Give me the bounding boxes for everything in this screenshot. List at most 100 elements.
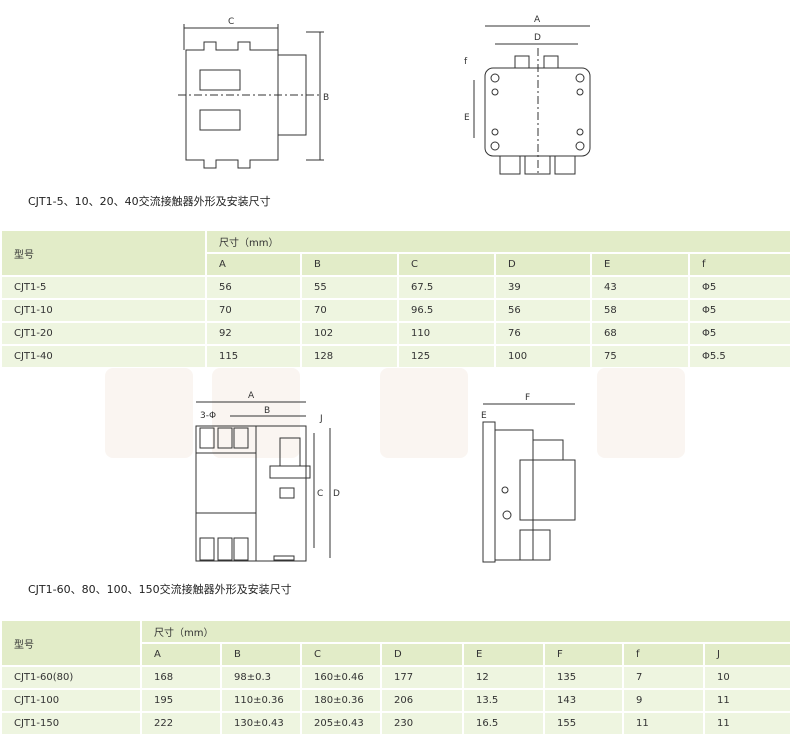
value-cell: 102 (300, 321, 399, 346)
svg-text:3-Φ: 3-Φ (200, 411, 216, 421)
model-cell: CJT1-20 (0, 321, 207, 346)
svg-text:E: E (464, 113, 470, 123)
column-header: B (300, 252, 399, 277)
value-cell: 55 (300, 275, 399, 300)
column-header: D (380, 642, 464, 667)
svg-text:B: B (264, 406, 270, 416)
model-header: 型号 (0, 229, 207, 277)
value-cell: 135 (543, 665, 624, 690)
value-cell: 130±0.43 (220, 711, 302, 736)
value-cell: 125 (397, 344, 496, 369)
column-header: C (300, 642, 382, 667)
svg-text:E: E (481, 411, 487, 421)
value-cell: 180±0.36 (300, 688, 382, 713)
side-view-drawing-large: F E (481, 393, 576, 563)
value-cell: 58 (590, 298, 690, 323)
value-cell: 110 (397, 321, 496, 346)
value-cell: 67.5 (397, 275, 496, 300)
dim-header: 尺寸（mm） (139, 619, 790, 644)
table2-caption: CJT1-60、80、100、150交流接触器外形及安装尺寸 (28, 583, 292, 596)
model-cell: CJT1-5 (0, 275, 207, 300)
model-cell: CJT1-10 (0, 298, 207, 323)
value-cell: Φ5 (687, 321, 790, 346)
value-cell: 143 (543, 688, 624, 713)
value-cell: 128 (300, 344, 399, 369)
svg-text:f: f (464, 57, 468, 67)
svg-text:C: C (317, 489, 323, 499)
side-view-drawing-small: C B (178, 17, 329, 169)
column-header: f (622, 642, 705, 667)
front-view-drawing-small: A D f E (464, 15, 591, 176)
value-cell: 43 (590, 275, 690, 300)
value-cell: Φ5 (687, 298, 790, 323)
column-header: A (140, 642, 222, 667)
value-cell: 230 (380, 711, 464, 736)
value-cell: 13.5 (462, 688, 545, 713)
column-header: J (702, 642, 790, 667)
value-cell: 70 (300, 298, 399, 323)
svg-text:A: A (534, 15, 541, 25)
value-cell: 76 (494, 321, 592, 346)
value-cell: 96.5 (397, 298, 496, 323)
value-cell: 9 (622, 688, 705, 713)
svg-text:J: J (319, 414, 323, 424)
column-header: C (397, 252, 496, 277)
column-header: D (494, 252, 592, 277)
value-cell: 160±0.46 (300, 665, 382, 690)
model-cell: CJT1-150 (0, 711, 142, 736)
svg-text:D: D (333, 489, 340, 499)
value-cell: 75 (590, 344, 690, 369)
svg-text:C: C (228, 17, 234, 27)
value-cell: 110±0.36 (220, 688, 302, 713)
value-cell: Φ5 (687, 275, 790, 300)
value-cell: 168 (140, 665, 222, 690)
column-header: A (205, 252, 302, 277)
value-cell: 100 (494, 344, 592, 369)
value-cell: 10 (702, 665, 790, 690)
model-cell: CJT1-40 (0, 344, 207, 369)
value-cell: 115 (205, 344, 302, 369)
column-header: F (543, 642, 624, 667)
svg-text:B: B (323, 93, 329, 103)
value-cell: 155 (543, 711, 624, 736)
value-cell: 68 (590, 321, 690, 346)
model-cell: CJT1-100 (0, 688, 142, 713)
value-cell: 98±0.3 (220, 665, 302, 690)
value-cell: 39 (494, 275, 592, 300)
value-cell: 12 (462, 665, 545, 690)
column-header: B (220, 642, 302, 667)
value-cell: 177 (380, 665, 464, 690)
column-header: E (462, 642, 545, 667)
value-cell: 222 (140, 711, 222, 736)
value-cell: 56 (494, 298, 592, 323)
value-cell: 11 (702, 688, 790, 713)
value-cell: 206 (380, 688, 464, 713)
value-cell: 195 (140, 688, 222, 713)
front-view-drawing-large: A B 3-Φ J C D (195, 391, 340, 562)
dim-header: 尺寸（mm） (204, 229, 790, 254)
value-cell: 92 (205, 321, 302, 346)
value-cell: 70 (205, 298, 302, 323)
table1-caption: CJT1-5、10、20、40交流接触器外形及安装尺寸 (28, 195, 271, 208)
value-cell: 16.5 (462, 711, 545, 736)
svg-text:F: F (525, 393, 530, 403)
model-header: 型号 (0, 619, 142, 667)
value-cell: 7 (622, 665, 705, 690)
value-cell: 11 (702, 711, 790, 736)
value-cell: Φ5.5 (687, 344, 790, 369)
column-header: f (687, 252, 790, 277)
svg-text:D: D (534, 33, 541, 43)
value-cell: 56 (205, 275, 302, 300)
value-cell: 11 (622, 711, 705, 736)
column-header: E (590, 252, 690, 277)
svg-text:A: A (248, 391, 255, 401)
